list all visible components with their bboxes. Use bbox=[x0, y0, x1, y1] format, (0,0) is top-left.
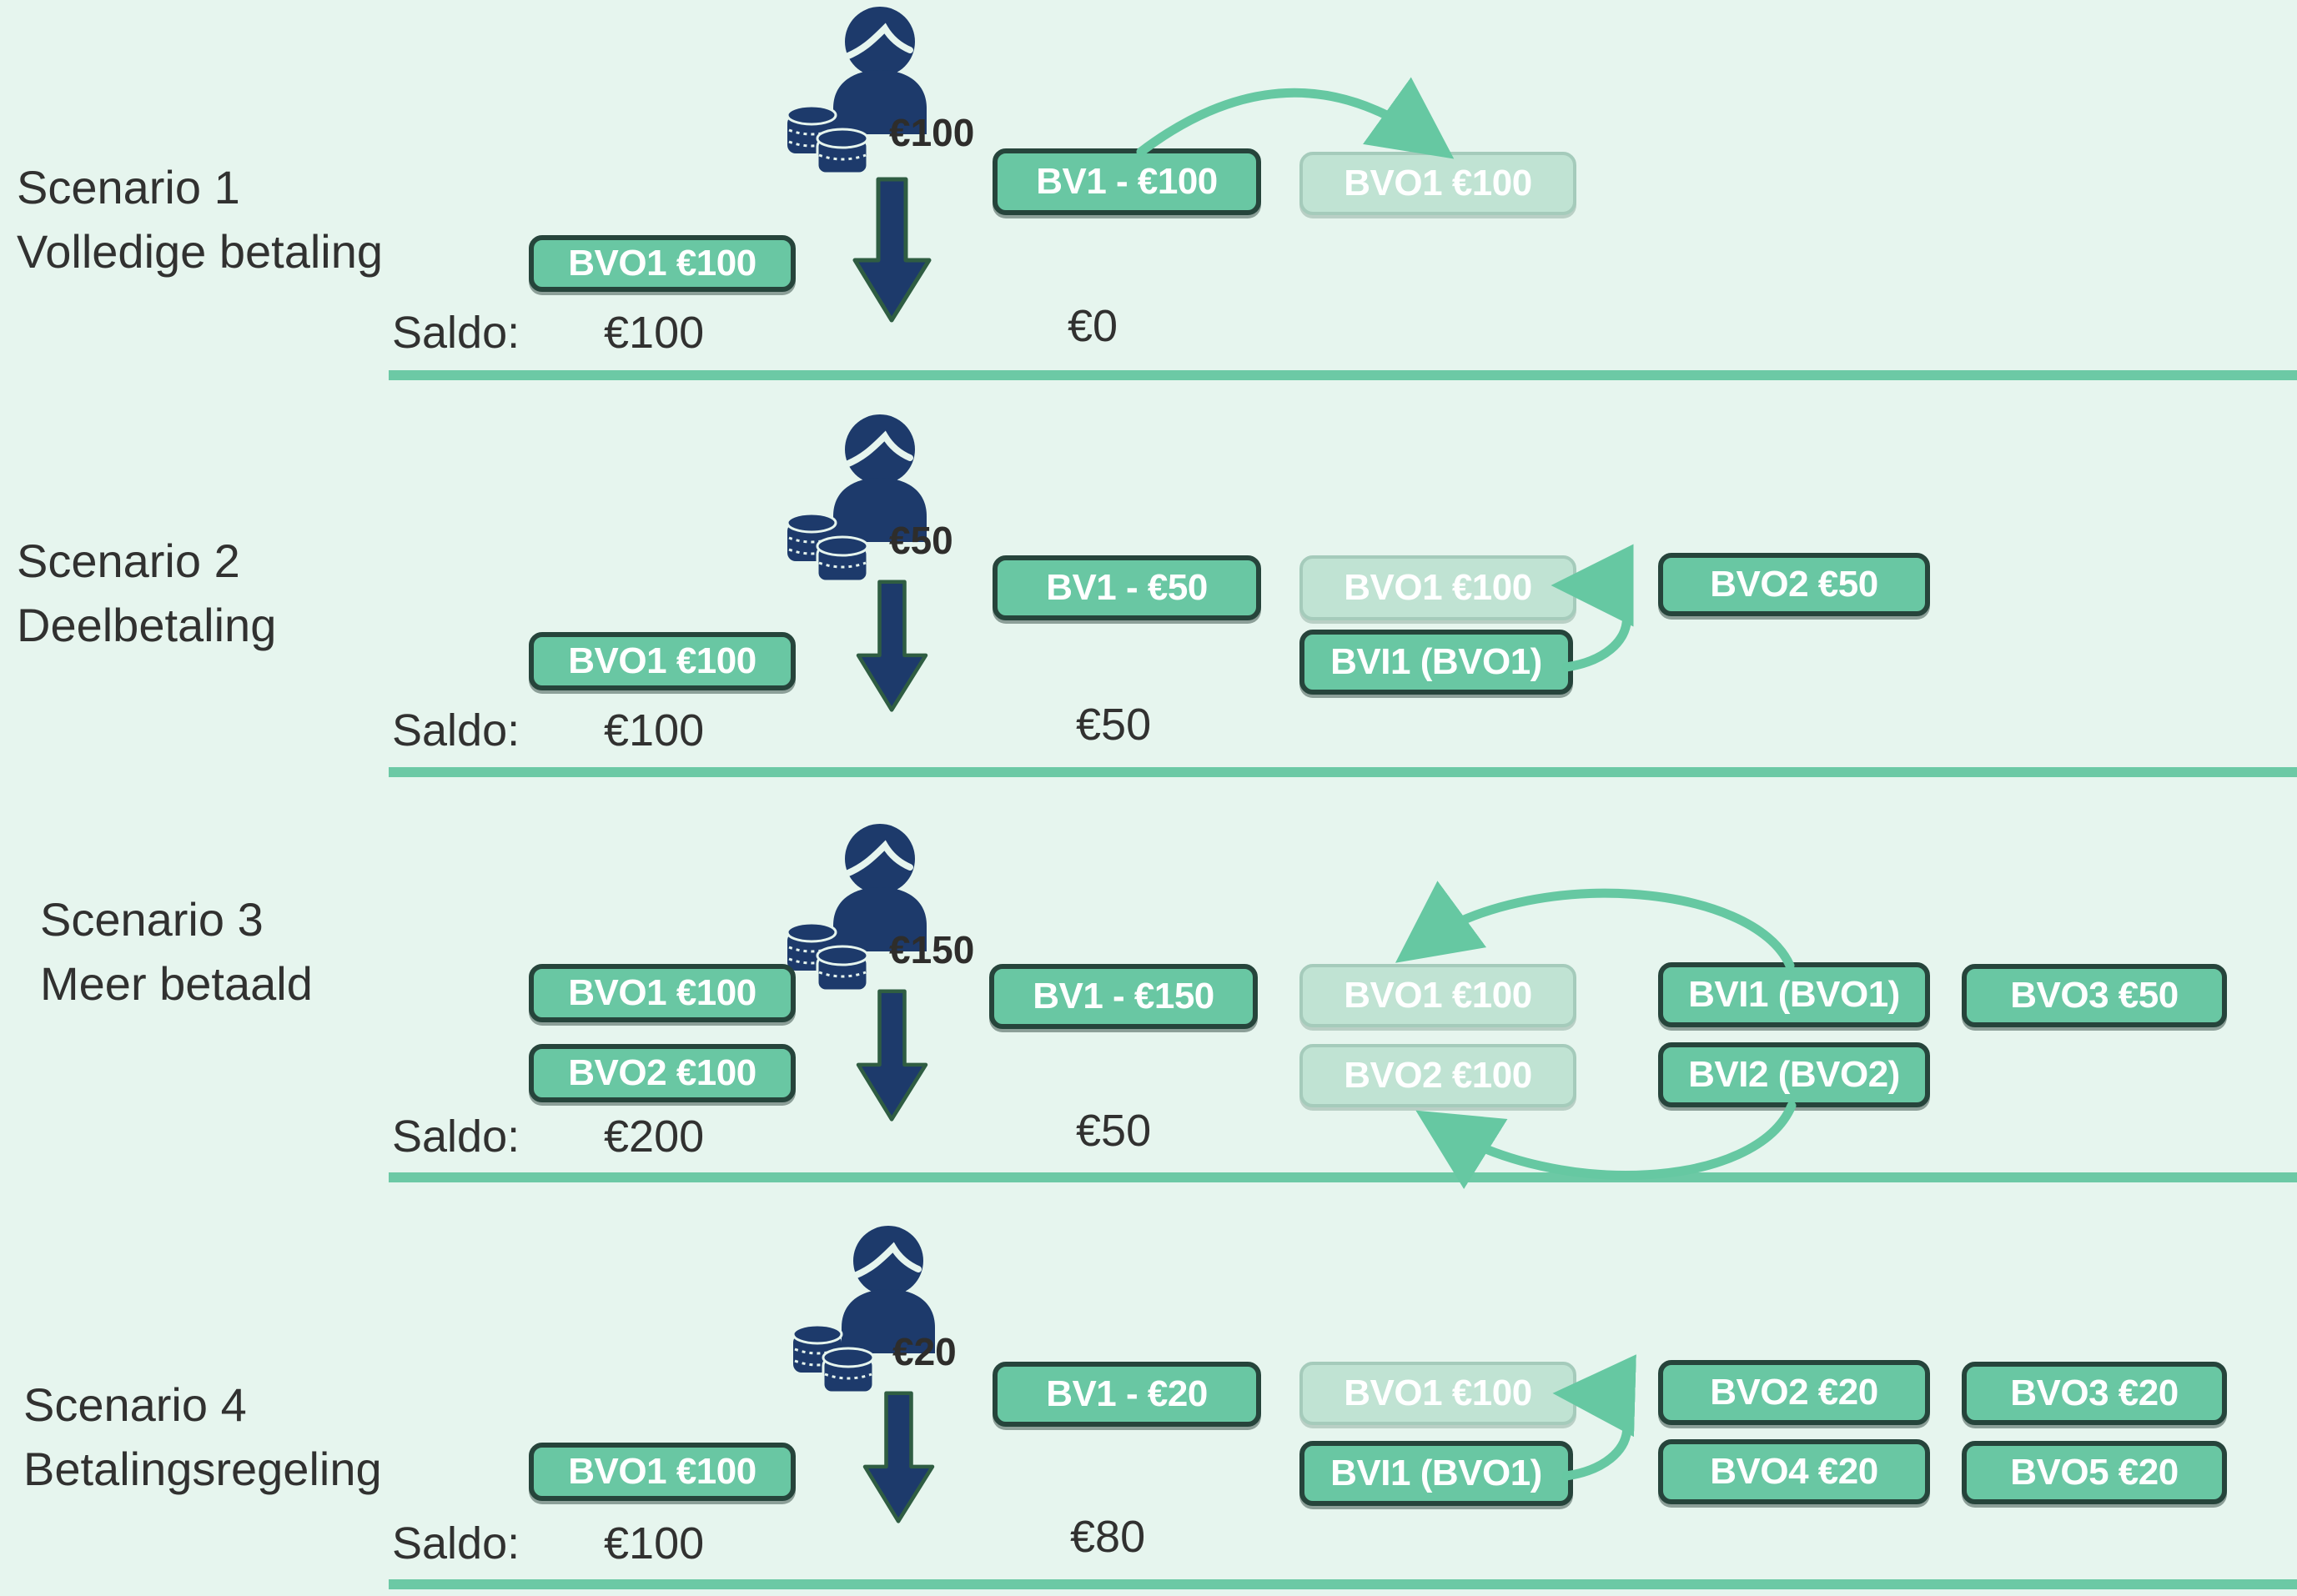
arrow-payment-to-bvo1-s1 bbox=[1136, 77, 1455, 159]
badge-bvo2-open: BVO2 €100 bbox=[529, 1044, 796, 1102]
badge-bvo1-settled: BVO1 €100 bbox=[1299, 555, 1576, 620]
saldo-right-value: €50 bbox=[1076, 700, 1152, 750]
saldo-left-value: €100 bbox=[604, 705, 705, 755]
scenario-1-name: Scenario 1 bbox=[17, 161, 240, 213]
badge-bvo2-open: BVO2 €50 bbox=[1658, 553, 1930, 616]
scenario-2-subtitle: Deelbetaling bbox=[17, 599, 277, 651]
saldo-right-value: €80 bbox=[1070, 1512, 1146, 1562]
scenario-4-title: Scenario 4 Betalingsregeling bbox=[23, 1373, 382, 1501]
payment-amount: €20 bbox=[892, 1330, 957, 1373]
payment-amount: €50 bbox=[889, 519, 953, 562]
scenario-1-subtitle: Volledige betaling bbox=[17, 225, 384, 278]
scenario-divider bbox=[389, 1579, 2297, 1589]
badge-bvi1: BVI1 (BVO1) bbox=[1299, 1441, 1573, 1506]
coins-icon bbox=[792, 1323, 875, 1394]
saldo-left-value: €100 bbox=[604, 308, 705, 358]
badge-bvo1-settled: BVO1 €100 bbox=[1299, 964, 1576, 1027]
scenario-3-title: Scenario 3 Meer betaald bbox=[40, 887, 313, 1016]
badge-bvo2-open: BVO2 €20 bbox=[1658, 1360, 1930, 1425]
saldo-label: Saldo: bbox=[392, 1518, 520, 1568]
badge-bvo5-open: BVO5 €20 bbox=[1962, 1441, 2227, 1504]
down-arrow-icon bbox=[852, 177, 932, 324]
scenario-4-subtitle: Betalingsregeling bbox=[23, 1443, 382, 1495]
scenario-2-name: Scenario 2 bbox=[17, 535, 240, 587]
badge-bvo4-open: BVO4 €20 bbox=[1658, 1439, 1930, 1504]
saldo-right-value: €0 bbox=[1068, 301, 1118, 351]
badge-bvi2: BVI2 (BVO2) bbox=[1658, 1042, 1930, 1107]
badge-bv1-payment: BV1 - €50 bbox=[993, 555, 1261, 620]
badge-bv1-payment: BV1 - €150 bbox=[989, 964, 1258, 1029]
arrow-bvi2-to-bvo2-s3 bbox=[1415, 1101, 1797, 1189]
saldo-label: Saldo: bbox=[392, 308, 520, 358]
payment-amount: €150 bbox=[889, 928, 975, 971]
badge-bvo1-open: BVO1 €100 bbox=[529, 235, 796, 292]
badge-bvo3-open: BVO3 €50 bbox=[1962, 964, 2227, 1027]
scenario-3-name: Scenario 3 bbox=[40, 893, 264, 946]
scenario-divider bbox=[389, 767, 2297, 777]
coins-icon bbox=[786, 512, 869, 583]
badge-bvo1-settled: BVO1 €100 bbox=[1299, 1362, 1576, 1425]
badge-bvi1: BVI1 (BVO1) bbox=[1299, 630, 1573, 695]
scenario-1-title: Scenario 1 Volledige betaling bbox=[17, 155, 383, 284]
badge-bvo1-open: BVO1 €100 bbox=[529, 964, 796, 1022]
saldo-left-value: €100 bbox=[604, 1518, 705, 1568]
payment-amount: €100 bbox=[889, 111, 975, 154]
badge-bvo1-open: BVO1 €100 bbox=[529, 1443, 796, 1501]
saldo-right-value: €50 bbox=[1076, 1106, 1152, 1156]
down-arrow-icon bbox=[852, 580, 932, 713]
scenario-divider bbox=[389, 370, 2297, 380]
down-arrow-icon bbox=[852, 989, 932, 1122]
scenario-4-name: Scenario 4 bbox=[23, 1378, 247, 1431]
arrow-bvi1-to-bvo1-s3 bbox=[1395, 881, 1795, 971]
badge-bvo1-open: BVO1 €100 bbox=[529, 632, 796, 690]
badge-bvo3-open: BVO3 €20 bbox=[1962, 1362, 2227, 1425]
scenario-3-subtitle: Meer betaald bbox=[40, 957, 313, 1010]
scenario-2-title: Scenario 2 Deelbetaling bbox=[17, 529, 276, 657]
badge-bv1-payment: BV1 - €100 bbox=[993, 148, 1261, 215]
scenario-divider bbox=[389, 1172, 2297, 1182]
coins-icon bbox=[786, 104, 869, 175]
down-arrow-icon bbox=[859, 1391, 938, 1524]
badge-bvo2-settled: BVO2 €100 bbox=[1299, 1044, 1576, 1107]
saldo-label: Saldo: bbox=[392, 1112, 520, 1162]
saldo-label: Saldo: bbox=[392, 705, 520, 755]
badge-bv1-payment: BV1 - €20 bbox=[993, 1362, 1261, 1427]
badge-bvo1-settled: BVO1 €100 bbox=[1299, 152, 1576, 215]
saldo-left-value: €200 bbox=[604, 1112, 705, 1162]
badge-bvi1: BVI1 (BVO1) bbox=[1658, 962, 1930, 1027]
